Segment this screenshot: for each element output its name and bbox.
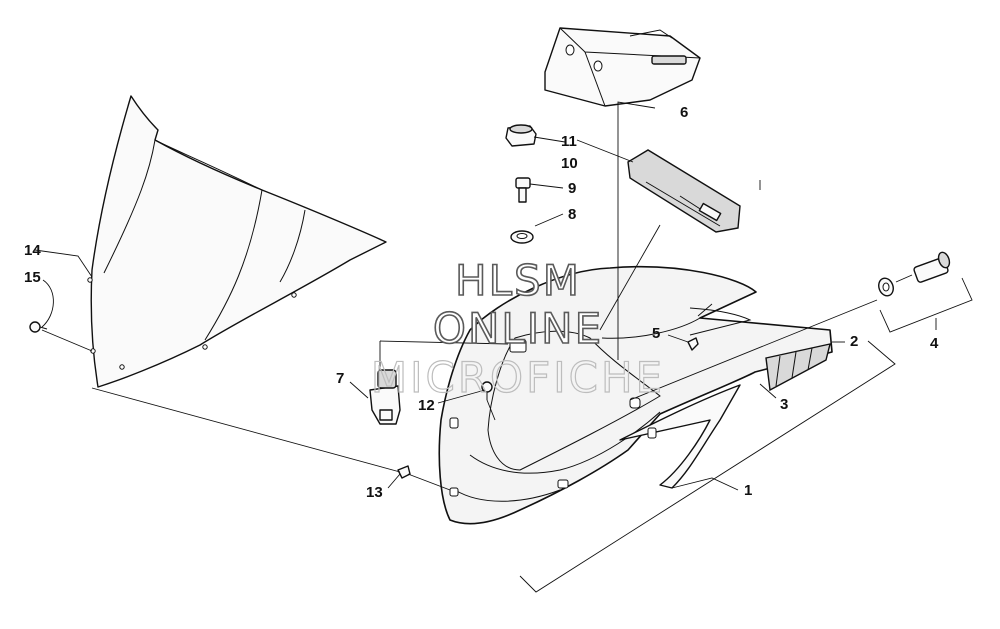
ignition-nut [510, 230, 534, 244]
power-outlet [878, 251, 951, 297]
ignition-key [515, 177, 531, 203]
callout-7: 7 [336, 370, 344, 387]
screw-5 [687, 337, 699, 351]
screw-15 [29, 321, 48, 333]
callout-3: 3 [780, 396, 788, 413]
switch [369, 369, 401, 425]
fastener-13 [397, 465, 411, 479]
callout-2: 2 [850, 333, 858, 350]
hood [438, 265, 833, 525]
callout-labels: 1 2 3 4 5 6 7 8 9 10 11 12 13 14 15 [24, 104, 939, 501]
watermark: HLSM ONLINE MICROFICHE [370, 255, 665, 402]
gauge [627, 149, 741, 233]
callout-11: 11 [561, 133, 577, 150]
callout-9: 9 [568, 180, 576, 197]
callout-1: 1 [744, 482, 752, 499]
callout-5: 5 [652, 325, 660, 342]
ignition-cap [505, 124, 537, 147]
watermark-line-2: ONLINE [433, 304, 603, 353]
callout-13: 13 [366, 484, 383, 501]
watermark-line-3: MICROFICHE [371, 353, 665, 402]
fastener-12 [481, 381, 493, 400]
callout-15: 15 [24, 269, 41, 286]
pod-cover [544, 27, 701, 107]
callout-14: 14 [24, 242, 41, 259]
callout-8: 8 [568, 206, 576, 223]
callout-12: 12 [418, 397, 435, 414]
leader-lines [34, 101, 973, 593]
callout-6: 6 [680, 104, 688, 121]
windshield [87, 95, 387, 388]
decal [765, 343, 831, 392]
callout-10: 10 [561, 155, 578, 172]
callout-4: 4 [930, 335, 939, 352]
watermark-line-1: HLSM [455, 256, 581, 305]
